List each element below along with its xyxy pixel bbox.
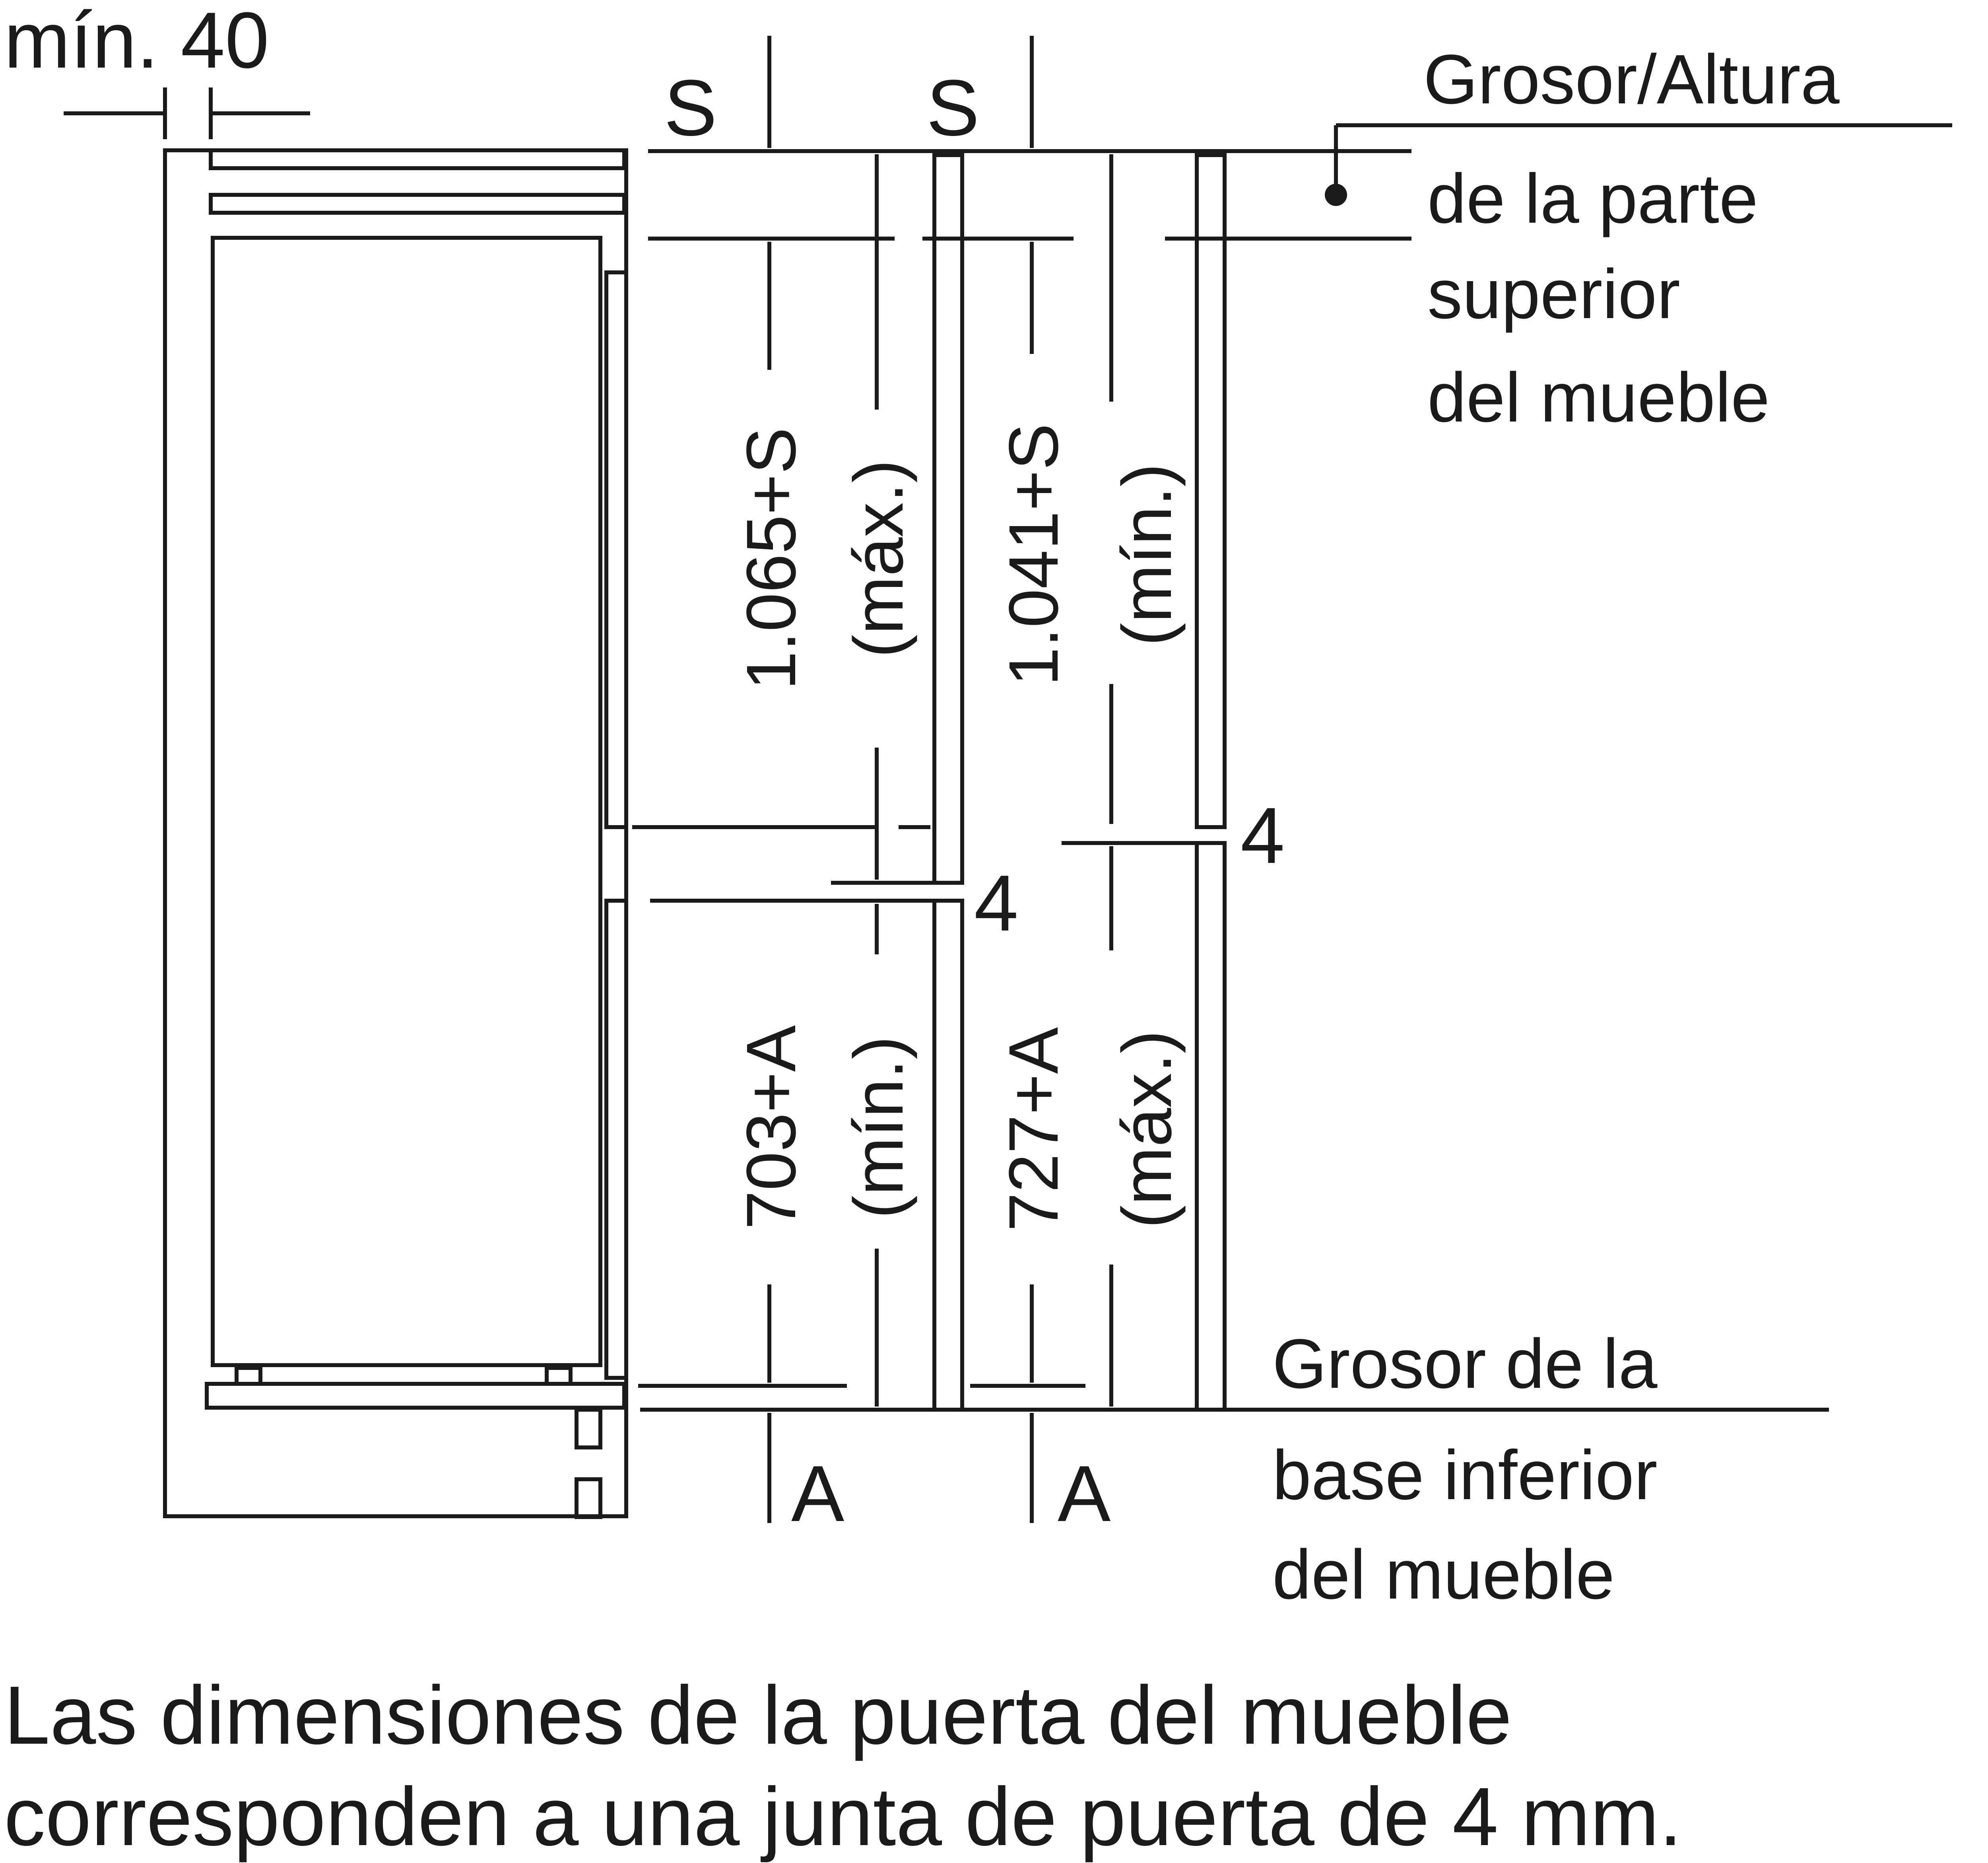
gap-label-right: 4 — [1241, 791, 1285, 880]
top-note-line-1: Grosor/Altura — [1423, 41, 1840, 119]
upper-dimension-arrows — [767, 154, 1113, 880]
top-note-line-4: del mueble — [1427, 359, 1770, 437]
dim-bottom-left-qualifier: (mín.) — [840, 1036, 918, 1219]
a-label-right: A — [1058, 1449, 1111, 1538]
bottom-note-line-1: Grosor de la — [1272, 1325, 1658, 1403]
reference-lines — [632, 123, 1952, 1412]
a-arrows — [767, 1412, 1034, 1523]
top-note-line-3: superior — [1427, 255, 1680, 333]
s-arrows — [767, 36, 1034, 148]
s-label-left: S — [664, 64, 717, 152]
gap-label-left: 4 — [974, 859, 1018, 948]
dim-top-left-value: 1.065+S — [732, 427, 810, 690]
leader-dot — [1325, 184, 1347, 206]
dim-bottom-left-value: 703+A — [732, 1025, 810, 1229]
dim-bottom-right-qualifier: (máx.) — [1108, 1030, 1186, 1229]
dim-top-right-qualifier: (mín.) — [1108, 463, 1186, 646]
s-label-right: S — [926, 64, 979, 152]
caption-line-1: Las dimensiones de la puerta del mueble — [4, 1669, 1512, 1762]
lower-dimension-arrows — [767, 846, 1113, 1407]
caption-line-2: corresponden a una junta de puerta de 4 … — [4, 1771, 1682, 1863]
bottom-note-line-3: del mueble — [1272, 1536, 1615, 1614]
bottom-note-line-2: base inferior — [1272, 1436, 1658, 1514]
min-gap-dimension — [64, 87, 310, 139]
appliance-outline — [163, 148, 628, 1519]
dim-top-left-qualifier: (máx.) — [840, 460, 918, 658]
dim-bottom-right-value: 727+A — [995, 1027, 1073, 1231]
a-label-left: A — [791, 1449, 845, 1538]
dim-top-right-value: 1.041+S — [995, 423, 1073, 686]
min-gap-label: mín. 40 — [4, 0, 269, 85]
top-note-line-2: de la parte — [1427, 160, 1758, 238]
